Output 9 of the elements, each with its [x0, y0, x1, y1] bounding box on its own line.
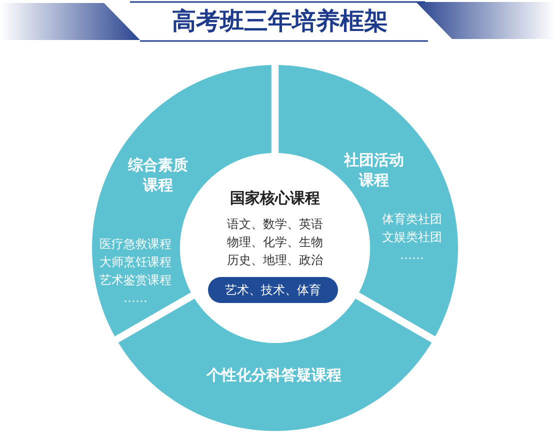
course-list: 体育类社团文娱类社团……: [380, 210, 444, 264]
segment-heading: 综合素质课程: [126, 155, 189, 196]
pill-label: 艺术、技术、体育: [208, 277, 338, 303]
title: 高考班三年培养框架: [171, 5, 389, 37]
segment-heading: 个性化分科答疑课程: [205, 365, 342, 386]
subject-list: 语文、数学、英语物理、化学、生物历史、地理、政治: [226, 215, 324, 269]
course-list: 医疗急救课程大师烹饪课程艺术鉴赏课程……: [98, 235, 173, 307]
center-heading: 国家核心课程: [229, 189, 321, 208]
segment-heading: 社团活动课程: [342, 150, 405, 190]
